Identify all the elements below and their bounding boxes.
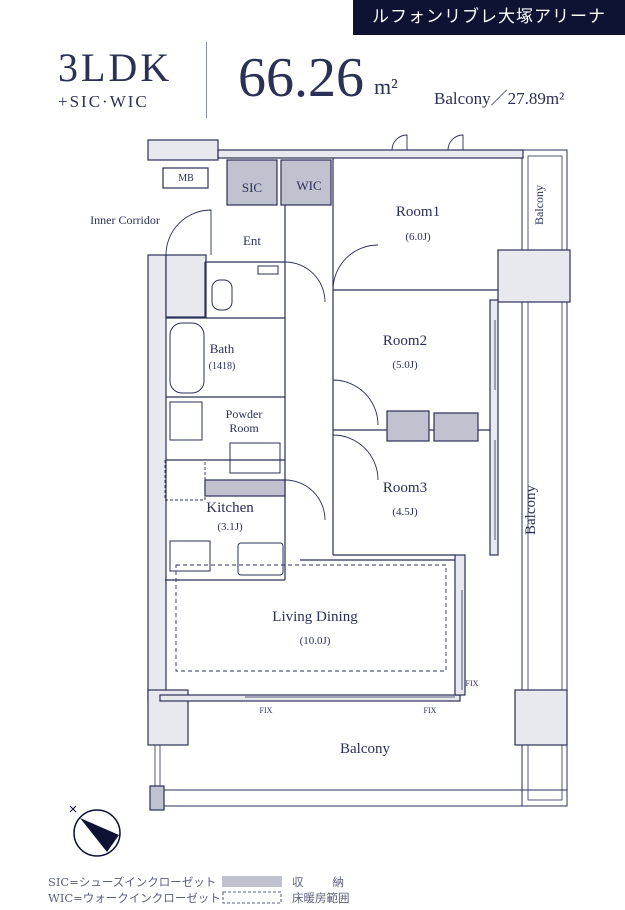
room3-label: Room3 <box>383 480 427 496</box>
living-size: (10.0J) <box>300 635 331 647</box>
mb-label: MB <box>178 173 194 184</box>
legend-storage: 収 納 <box>292 875 346 889</box>
room1-label: Room1 <box>396 204 440 220</box>
bath-label: Bath <box>210 341 235 356</box>
kitchen-label: Kitchen <box>206 500 254 516</box>
layout-type: 3LDK <box>58 45 173 90</box>
sic-label: SIC <box>242 180 262 195</box>
inner-corridor-label: Inner Corridor <box>90 213 160 227</box>
balcony-area: Balcony／27.89m² <box>434 89 565 108</box>
storage-areas <box>204 159 479 497</box>
fix-label: FIX <box>424 706 437 715</box>
room3-size: (4.5J) <box>392 506 418 518</box>
kitchen-sink <box>237 542 284 576</box>
powder-label-1: Powder <box>226 407 263 421</box>
fixtures <box>169 265 284 576</box>
floor-heating-swatch <box>222 891 282 904</box>
floor-area: 66.26 <box>238 47 364 109</box>
sink-small <box>257 265 279 275</box>
windows <box>245 320 496 698</box>
fix-label: FIX <box>466 679 479 688</box>
floor-area-unit: m² <box>374 74 398 99</box>
balcony-right-label: Balcony <box>523 485 539 535</box>
living-label: Living Dining <box>272 609 358 625</box>
room-labels: Room1 (6.0J) Room2 (5.0J) Room3 (4.5J) B… <box>90 167 546 757</box>
bathtub <box>169 322 205 394</box>
walls <box>147 139 571 746</box>
cooktop <box>169 540 211 572</box>
powder-label-2: Room <box>229 421 259 435</box>
balcony-outline <box>149 149 568 811</box>
balcony-top-label: Balcony <box>532 185 546 225</box>
room1-size: (6.0J) <box>405 231 431 243</box>
header-divider <box>206 42 207 118</box>
balcony-bottom-label: Balcony <box>340 741 390 757</box>
mb-box <box>162 167 209 189</box>
layout-extra: +SIC·WIC <box>58 92 149 111</box>
floor-heating-areas <box>175 564 447 672</box>
bath-size: (1418) <box>209 361 236 372</box>
room2-size: (5.0J) <box>392 359 418 371</box>
legend-floor-heating: 床暖房範囲 <box>292 891 350 905</box>
toilet <box>211 279 233 311</box>
washbasin <box>169 401 203 441</box>
legend-sic: SIC=シューズインクローゼット <box>48 875 217 889</box>
powder-sink <box>229 442 281 474</box>
entrance-label: Ent <box>243 233 261 248</box>
door-swings <box>164 134 464 521</box>
legend-wic: WIC=ウォークインクローゼット <box>48 891 221 905</box>
kitchen-size: (3.1J) <box>217 521 243 533</box>
room2-label: Room2 <box>383 333 427 349</box>
storage-swatch <box>222 876 282 887</box>
wic-label: WIC <box>296 178 321 193</box>
property-name-badge: ルフォンリブレ大塚アリーナ <box>353 0 625 35</box>
fix-label: FIX <box>260 706 273 715</box>
north-arrow-icon <box>69 805 121 857</box>
